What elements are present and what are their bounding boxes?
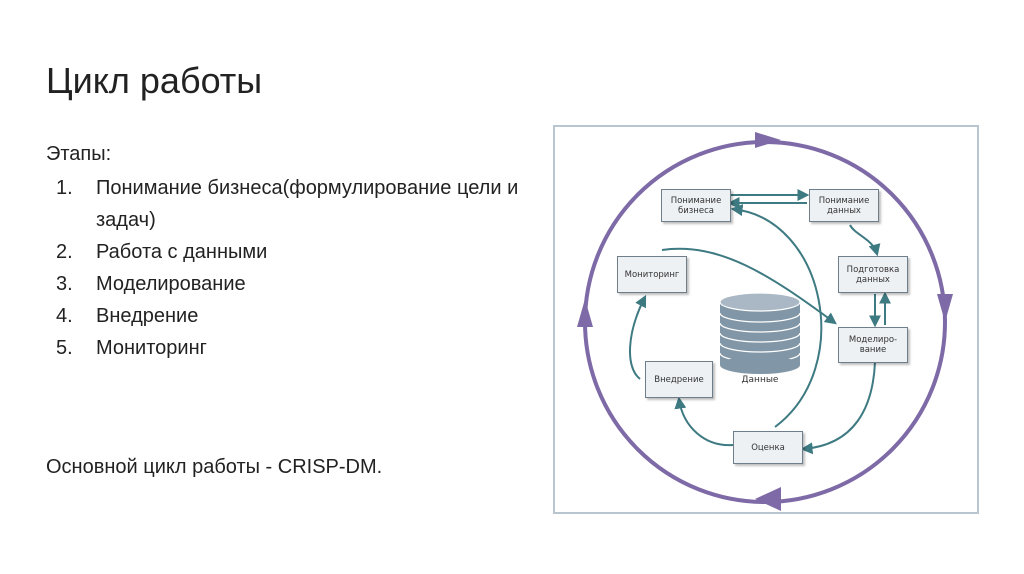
inner-flow [629, 189, 891, 455]
list-text: Моделирование [96, 273, 246, 295]
outer-arrow-right [937, 294, 953, 322]
list-number: 3. [56, 273, 73, 295]
list-number: 4. [56, 305, 73, 327]
stages-label: Этапы: [46, 143, 112, 165]
list-text: Мониторинг [96, 337, 207, 359]
database-label: Данные [741, 375, 779, 385]
crisp-dm-diagram: Понимание бизнеса Понимание данных Подго… [553, 125, 979, 514]
node-business-understanding: Понимание бизнеса [661, 189, 731, 222]
arrow-data-to-preparation [849, 224, 881, 257]
arrow-deployment-to-monitoring [629, 294, 647, 380]
list-item: 4. Внедрение [46, 300, 526, 332]
arrow-evaluation-to-deployment [674, 396, 734, 447]
list-text: Понимание бизнеса(формулирование цели и … [96, 177, 519, 231]
node-data-preparation: Подготовка данных [838, 256, 908, 293]
node-data-understanding: Понимание данных [809, 189, 879, 222]
outer-arrow-left [577, 299, 593, 327]
diagram-graphics [577, 132, 953, 511]
list-item: 2. Работа с данными [46, 236, 526, 268]
arrow-monitoring-to-modeling [661, 247, 837, 325]
footer-text: Основной цикл работы - CRISP-DM. [46, 456, 383, 478]
arrow-modeling-to-evaluation [800, 361, 876, 455]
list-number: 2. [56, 241, 73, 263]
list-text: Внедрение [96, 305, 199, 327]
outer-arrow-top [755, 132, 781, 148]
outer-arrow-bottom [755, 487, 781, 511]
node-monitoring: Мониторинг [617, 256, 687, 293]
outer-cycle [577, 132, 953, 511]
arrow-evaluation-to-business [730, 204, 823, 428]
list-number: 1. [56, 177, 73, 199]
node-modeling: Моделиро- вание [838, 327, 908, 363]
list-number: 5. [56, 337, 73, 359]
list-item: 1. Понимание бизнеса(формулирование цели … [46, 172, 526, 236]
node-evaluation: Оценка [733, 431, 803, 464]
list-item: 3. Моделирование [46, 268, 526, 300]
slide-title: Цикл работы [46, 60, 263, 101]
list-text: Работа с данными [96, 241, 268, 263]
stage-list: 1. Понимание бизнеса(формулирование цели … [46, 172, 526, 364]
node-deployment: Внедрение [645, 361, 713, 398]
list-item: 5. Мониторинг [46, 332, 526, 364]
database-icon [719, 292, 801, 374]
